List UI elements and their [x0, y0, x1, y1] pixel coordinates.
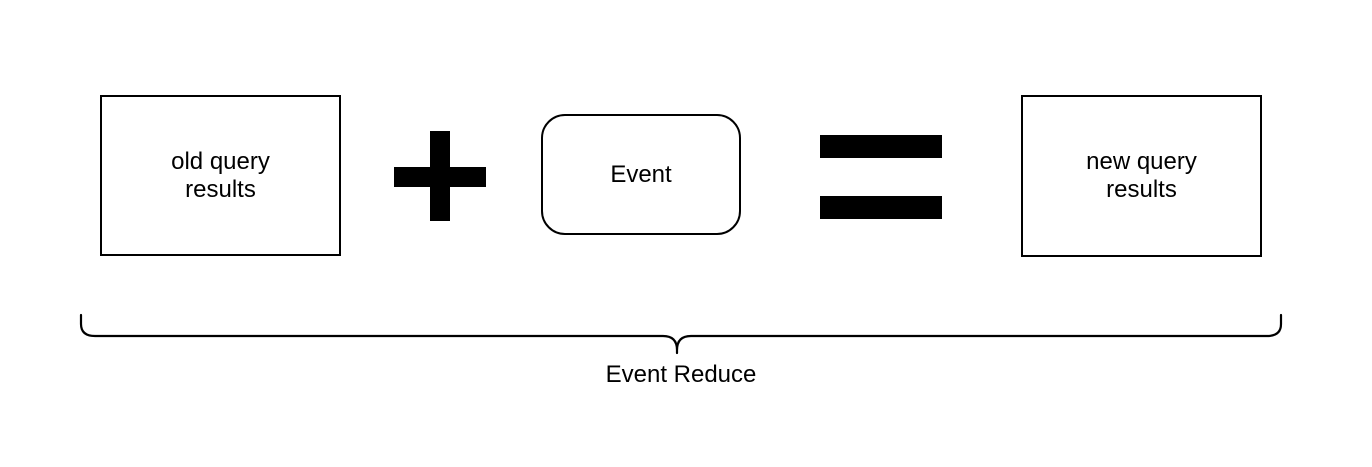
node-old-query-results: old query results	[100, 95, 341, 256]
brace-label: Event Reduce	[605, 361, 757, 388]
node-event-label: Event	[610, 160, 672, 188]
node-new-query-results: new query results	[1021, 95, 1262, 257]
node-new-query-results-label: new query results	[1086, 148, 1197, 203]
node-event: Event	[541, 114, 741, 235]
underbrace-path	[79, 313, 1283, 355]
equals-icon-bottom-bar	[820, 196, 942, 219]
node-old-query-results-label: old query results	[171, 147, 270, 203]
plus-icon-vertical-bar	[430, 131, 450, 221]
equals-icon-top-bar	[820, 135, 942, 158]
